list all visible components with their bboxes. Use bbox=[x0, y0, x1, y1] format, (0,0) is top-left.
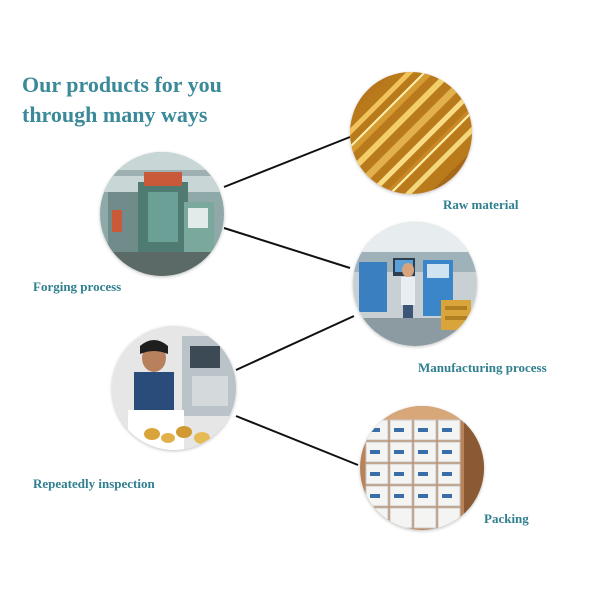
inspection-label: Repeatedly inspection bbox=[33, 476, 155, 491]
title-line-2: through many ways bbox=[22, 102, 208, 127]
forging-photo bbox=[100, 152, 224, 276]
packing-label: Packing bbox=[484, 511, 529, 526]
page-title: Our products for you through many ways bbox=[22, 70, 222, 130]
connector-forging-manufacturing bbox=[223, 227, 351, 269]
raw-material-label: Raw material bbox=[443, 197, 519, 212]
inspection-photo bbox=[112, 326, 236, 450]
forging-label: Forging process bbox=[33, 279, 122, 294]
connector-forging-raw bbox=[223, 136, 351, 188]
connector-inspection-packing bbox=[235, 415, 359, 466]
manufacturing-label: Manufacturing process bbox=[418, 360, 547, 375]
packing-photo bbox=[360, 406, 484, 530]
manufacturing-photo bbox=[353, 222, 477, 346]
title-line-1: Our products for you bbox=[22, 72, 222, 97]
raw-material-photo bbox=[350, 72, 472, 194]
connector-inspection-manufacturing bbox=[235, 315, 355, 371]
